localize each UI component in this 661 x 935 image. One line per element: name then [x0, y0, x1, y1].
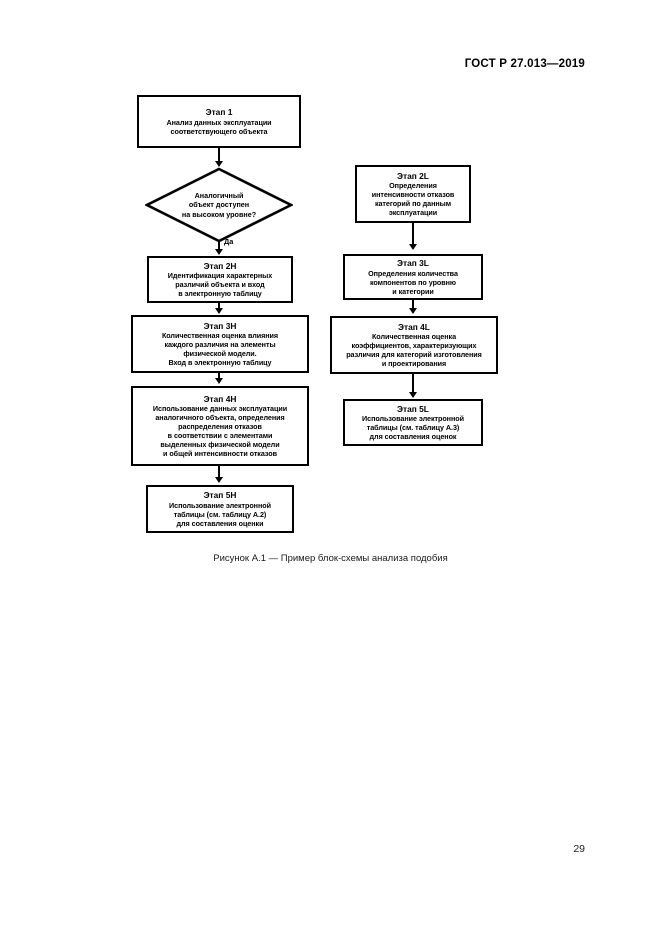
flow-node-stage-5h-title: Этап 5Н	[203, 490, 237, 501]
flow-node-stage-2h-title: Этап 2Н	[203, 260, 237, 271]
flow-node-stage-5h: Этап 5Н Использование электронной таблиц…	[146, 485, 294, 533]
flow-node-stage-4h: Этап 4Н Использование данных эксплуатаци…	[131, 386, 309, 466]
flow-node-stage-4l: Этап 4L Количественная оценка коэффициен…	[330, 316, 498, 374]
connector-stage2h-to-stage3h	[218, 303, 220, 311]
page-header-standard-id: ГОСТ Р 27.013—2019	[464, 58, 585, 70]
arrowhead-stage3h-to-stage4h	[215, 378, 223, 384]
arrowhead-stage1-to-decision	[215, 161, 223, 167]
edge-label-yes: Да	[224, 237, 234, 246]
figure-caption: Рисунок А.1 — Пример блок-схемы анализа …	[213, 553, 448, 564]
flow-node-stage-5h-body: Использование электронной таблицы (см. т…	[169, 500, 271, 528]
connector-stage1-to-decision	[218, 148, 220, 164]
flow-node-stage-3l-body: Определения количества компонентов по ур…	[368, 268, 458, 296]
flow-node-stage-2h-body: Идентификация характерных различий объек…	[167, 271, 273, 299]
connector-decision-to-stage2h	[218, 241, 220, 252]
flow-node-decision-similar-object-available: Аналогичный объект доступен на высоком у…	[145, 167, 293, 243]
flow-node-stage-5l-body: Использование электронной таблицы (см. т…	[362, 414, 464, 442]
arrowhead-stage3l-to-stage4l	[409, 308, 417, 314]
flow-node-stage-4h-body: Использование данных эксплуатации аналог…	[152, 404, 288, 459]
flow-node-stage-2h: Этап 2Н Идентификация характерных различ…	[147, 256, 293, 303]
connector-stage4h-to-stage5h	[218, 466, 220, 480]
flowchart-similarity-analysis: Этап 1 Анализ данных эксплуатации соотве…	[131, 95, 498, 533]
connector-stage3h-to-stage4h	[218, 373, 220, 381]
arrowhead-stage2h-to-stage3h	[215, 308, 223, 314]
connector-stage3l-to-stage4l	[412, 300, 414, 311]
flow-node-stage-5l-title: Этап 5L	[397, 403, 429, 414]
flow-node-stage-4l-body: Количественная оценка коэффициентов, хар…	[346, 332, 482, 369]
flow-node-stage-1-body: Анализ данных эксплуатации соответствующ…	[166, 117, 272, 136]
connector-stage2l-to-stage3l	[412, 223, 414, 247]
flow-node-stage-5l: Этап 5L Использование электронной таблиц…	[343, 399, 483, 446]
connector-stage4l-to-stage5l	[412, 374, 414, 395]
flow-node-stage-3l: Этап 3L Определения количества компонент…	[343, 254, 483, 300]
arrowhead-stage2l-to-stage3l	[409, 244, 417, 250]
flow-node-stage-4h-title: Этап 4Н	[203, 393, 237, 404]
flow-node-stage-1: Этап 1 Анализ данных эксплуатации соотве…	[137, 95, 301, 148]
flow-node-stage-3l-title: Этап 3L	[397, 258, 429, 269]
arrowhead-stage4l-to-stage5l	[409, 392, 417, 398]
flow-node-stage-1-title: Этап 1	[205, 107, 233, 118]
flow-node-stage-4l-title: Этап 4L	[398, 321, 430, 332]
arrowhead-decision-to-stage2h	[215, 249, 223, 255]
arrowhead-stage4h-to-stage5h	[215, 477, 223, 483]
flow-node-stage-2l-title: Этап 2L	[397, 170, 429, 181]
flow-node-decision-text: Аналогичный объект доступен на высоком у…	[181, 190, 257, 219]
flow-node-stage-3h-body: Количественная оценка влияния каждого ра…	[161, 331, 279, 368]
flow-node-stage-2l: Этап 2L Определения интенсивности отказо…	[355, 165, 471, 223]
page-number: 29	[573, 843, 585, 855]
flow-node-stage-3h-title: Этап 3Н	[203, 320, 237, 331]
flow-node-stage-2l-body: Определения интенсивности отказов катего…	[371, 181, 455, 218]
flow-node-stage-3h: Этап 3Н Количественная оценка влияния ка…	[131, 315, 309, 373]
